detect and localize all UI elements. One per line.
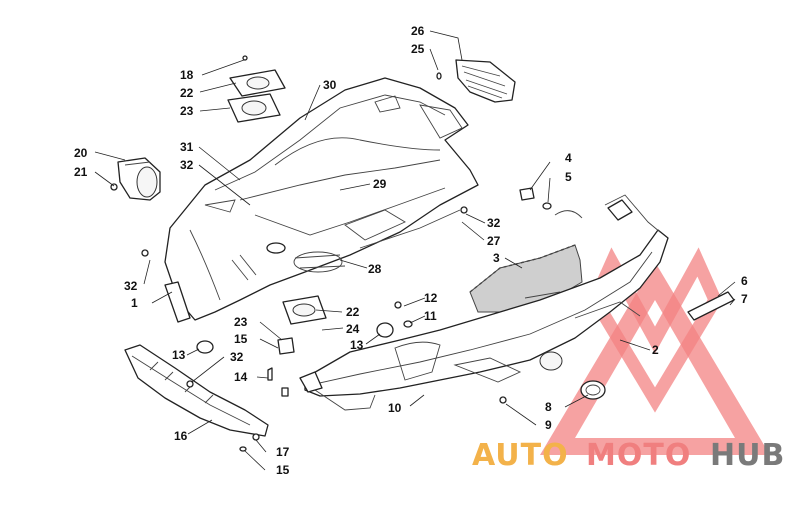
callout-17-top: 18 [180,68,194,82]
gauge-bezel-part [117,157,161,201]
watermark-moto: MOTO [586,438,691,473]
callout-14: 14 [234,370,248,384]
callout-16: 16 [174,429,188,443]
callout-28: 29 [373,177,387,191]
callout-24: 23 [234,315,248,329]
callout-21: 26 [411,24,425,38]
callout-13-right: 13 [350,338,364,352]
callout-23: 23 [180,104,194,118]
callout-15-bottom: 15 [276,463,290,477]
watermark-logo [540,247,770,455]
callout-7: 7 [741,292,748,306]
front-lower-panel-part [124,344,269,437]
callout-18: 20 [74,146,88,160]
callout-5: 5 [565,170,572,184]
callout-8: 8 [545,400,552,414]
watermark-triangle [540,262,770,455]
callout-30: 31 [180,140,194,154]
watermark-auto: AUTO [472,438,569,473]
callout-26: 27 [487,234,501,248]
callout-17-bottom: 17 [276,445,290,459]
upper-console-part [164,77,479,323]
callout-12: 12 [424,291,438,305]
callout-3: 3 [493,251,500,265]
leader-lines [94,30,736,471]
watermark-text: AUTO MOTO HUB [472,438,785,473]
callout-32-bottom: 32 [230,350,244,364]
callout-1: 1 [131,296,138,310]
callout-29: 30 [323,78,337,92]
callout-10: 10 [388,401,402,415]
callout-labels: 18 22 23 20 21 26 25 30 31 32 29 28 32 1… [74,24,748,477]
callout-15-mid: 15 [234,332,248,346]
callout-11: 11 [424,309,437,323]
callout-2: 2 [652,343,659,357]
callout-20: 25 [411,42,425,56]
callout-32-right: 32 [487,216,501,230]
callout-19: 21 [74,165,88,179]
callout-9: 9 [545,418,552,432]
side-pod-part [455,59,516,103]
callout-25: 24 [346,322,360,336]
callout-6: 6 [741,274,748,288]
callout-32-left: 32 [124,279,138,293]
watermark-hub: HUB [710,438,785,473]
top-gaskets [227,69,286,123]
callout-13-left: 13 [172,348,186,362]
callout-22-top: 22 [180,86,194,100]
callout-22-bottom: 22 [346,305,360,319]
belly-pan-part [299,194,669,411]
hardware [110,55,552,452]
lower-gasket [282,295,327,325]
drain-plug-part [580,380,606,400]
watermark-m-shape [587,247,723,413]
callout-31: 32 [180,158,194,172]
callout-4: 4 [565,151,572,165]
callout-27: 28 [368,262,382,276]
